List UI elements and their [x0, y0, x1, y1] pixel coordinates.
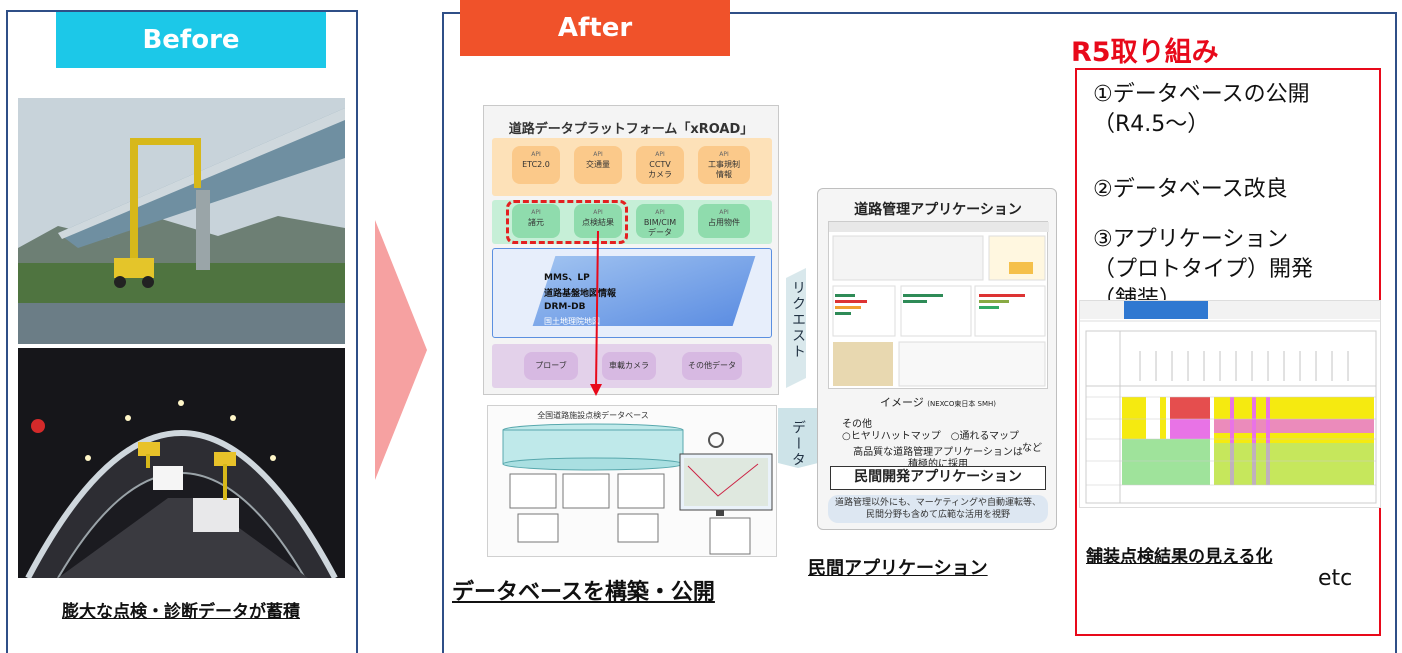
app-other-examples: その他 ○ヒヤリハットマップ ○通れるマップ など — [842, 419, 1042, 454]
layer-mms: MMS、LP — [544, 273, 590, 283]
r5-title: R5取り組み — [1071, 37, 1219, 68]
r5-item-1: ①データベースの公開 （R4.5～） — [1093, 82, 1310, 137]
caption-database: データベースを構築・公開 — [452, 580, 715, 605]
transition-arrow — [375, 220, 427, 480]
layer-gsi: 国土地理院地図 — [544, 317, 600, 326]
tunnel-inspection-photo — [18, 348, 345, 578]
app-screen — [828, 221, 1049, 389]
road-management-app-diagram: 道路管理アプリケーション イメージ (NEXCO東日本 SMH) その他 ○ヒヤ… — [817, 188, 1057, 530]
xroad-title: 道路データプラットフォーム「xROAD」 — [508, 122, 754, 137]
app-title: 道路管理アプリケーション — [854, 202, 1022, 218]
xroad-chip-probe: プローブ — [524, 352, 578, 380]
data-label: データ — [790, 420, 806, 468]
layer-drm: DRM-DB — [544, 302, 586, 312]
highlight-dashed-box — [506, 200, 628, 244]
r5-item-2: ②データベース改良 — [1093, 177, 1288, 202]
xroad-chip-camera: 車載カメラ — [602, 352, 656, 380]
pavement-caption: 舗装点検結果の見える化 — [1086, 547, 1273, 567]
inspection-database-diagram: 全国道路施設点検データベース — [487, 405, 777, 557]
xroad-chip-other: その他データ — [682, 352, 742, 380]
before-caption: 膨大な点検・診断データが蓄積 — [62, 602, 300, 622]
before-tag: Before — [56, 12, 326, 68]
app-high-quality-note: 高品質な道路管理アプリケーションは 積極的に採用 — [853, 447, 1023, 470]
bridge-inspection-photo — [18, 98, 345, 344]
caption-private-app: 民間アプリケーション — [808, 558, 988, 579]
request-data-arrows — [778, 268, 818, 468]
private-app-box: 民間開発アプリケーション — [830, 466, 1046, 490]
red-arrow — [590, 230, 602, 396]
layer-base-map: 道路基盤地図情報 — [544, 289, 617, 299]
request-label: リクエスト — [790, 280, 806, 360]
after-tag: After — [460, 0, 730, 56]
app-image-caption: イメージ (NEXCO東日本 SMH) — [879, 396, 997, 409]
etc-label: etc — [1318, 566, 1353, 591]
pavement-visualization — [1079, 300, 1381, 508]
app-usage-note: 道路管理以外にも、マーケティングや自動運転等、 民間分野も含めて広範な活用を視野 — [828, 495, 1048, 523]
db-title: 全国道路施設点検データベース — [537, 411, 649, 420]
